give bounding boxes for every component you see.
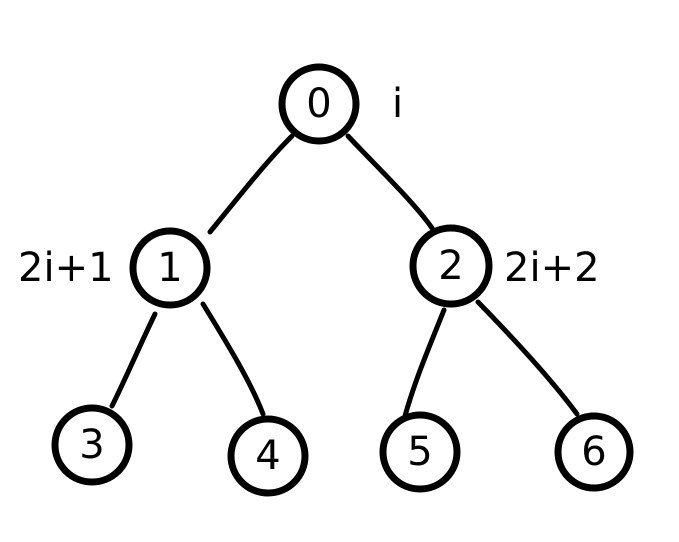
edge-1-3 (109, 311, 158, 409)
node-1: 1 (129, 227, 211, 309)
node-0-label: 0 (306, 81, 331, 127)
node-4-label: 4 (255, 433, 280, 479)
edge-2-6 (475, 299, 580, 417)
node-1-label: 1 (157, 245, 182, 291)
node-5-label: 5 (407, 429, 432, 475)
edge-1-4 (200, 301, 266, 417)
node-5: 5 (379, 411, 461, 493)
annotation-parent-index: i (392, 81, 403, 127)
node-3-label: 3 (79, 422, 104, 468)
annotation-right-child-index: 2i+2 (504, 245, 600, 291)
node-6: 6 (554, 412, 634, 492)
node-2: 2 (409, 224, 493, 308)
edge-0-1 (207, 133, 295, 235)
edge-2-5 (402, 307, 447, 419)
annotation-left-child-index: 2i+1 (18, 245, 114, 291)
node-2-label: 2 (438, 243, 463, 289)
node-6-label: 6 (581, 429, 606, 475)
node-3: 3 (51, 404, 133, 486)
node-0: 0 (278, 63, 360, 145)
edge-0-2 (345, 133, 435, 231)
node-4: 4 (227, 415, 309, 497)
